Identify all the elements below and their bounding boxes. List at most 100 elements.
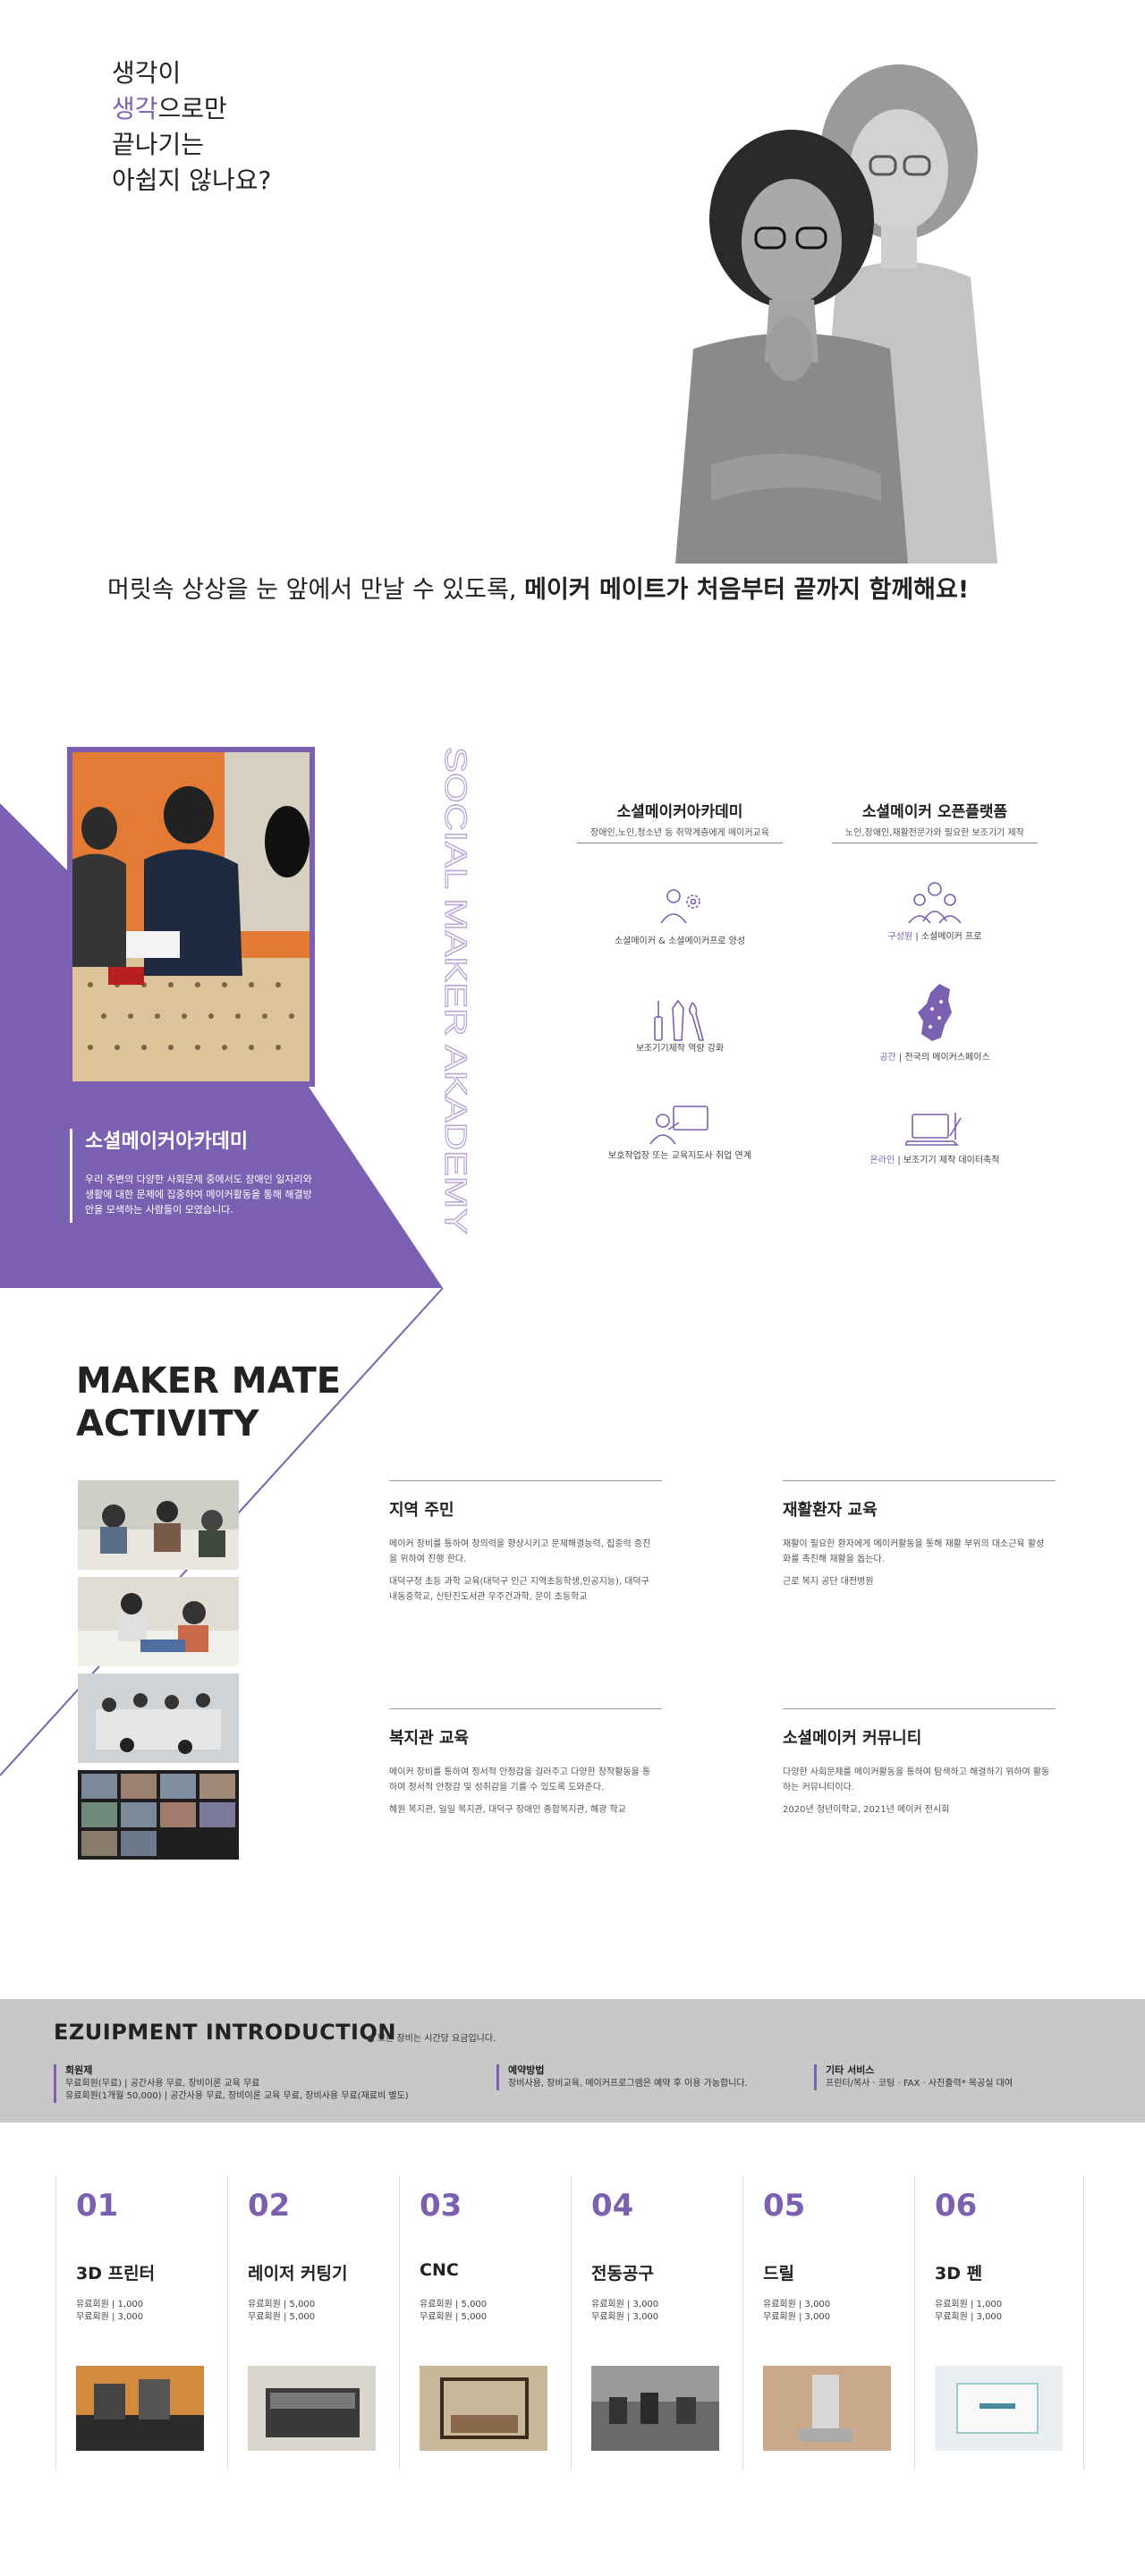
activity-text: 재활이 필요한 환자에게 메이커활동을 통해 재활 부위의 대소근육 활성화를 … — [783, 1539, 1045, 1564]
activity-text: 다양한 사회문제를 메이커활동을 통하여 탐색하고 해결하기 위하여 활동하는 … — [783, 1767, 1050, 1792]
info-head: 기타 서비스 — [826, 2064, 875, 2076]
card-photo — [591, 2366, 719, 2451]
people-gear-icon — [660, 889, 700, 924]
card-price-free: 무료회원 | 5,000 — [420, 2312, 488, 2322]
activity-text: 근로 복지 공단 대전병원 — [783, 1577, 874, 1587]
activity-divider — [783, 1708, 1056, 1709]
activity-divider — [783, 1480, 1056, 1481]
activity-block-welfare: 복지관 교육 메이커 장비를 통하여 정서적 안정감을 길러주고 다양한 창작활… — [389, 1708, 662, 1818]
hero-question-line1: 생각이 — [112, 58, 182, 88]
equipment-card-3d-pen[interactable]: 06 3D 펜 유료회원 | 1,000 무료회원 | 3,000 — [914, 2175, 1084, 2470]
feature-text: 전국의 메이커스페이스 — [904, 1053, 990, 1063]
activity-heading: 지역 주민 — [389, 1501, 454, 1520]
activity-heading: 소셜메이커 커뮤니티 — [783, 1729, 922, 1748]
card-photo — [763, 2366, 891, 2451]
card-price-paid: 유료회원 | 1,000 — [76, 2300, 144, 2309]
academy-title: 소셜메이커아카데미 — [85, 1131, 249, 1153]
hero-question-line2-rest: 으로만 — [157, 94, 227, 123]
card-number: 05 — [763, 2188, 806, 2224]
info-line: 장비사용, 장비교육, 메이커프로그램은 예약 후 이용 가능합니다. — [508, 2079, 748, 2089]
card-number: 06 — [935, 2188, 978, 2224]
card-number: 03 — [420, 2188, 462, 2224]
activity-divider — [389, 1480, 662, 1481]
card-price-free: 무료회원 | 3,000 — [935, 2312, 1003, 2322]
academy-col1-feature3: 보호작업장 또는 교육지도사 취업 연계 — [608, 1151, 751, 1161]
academy-col2-feature2: 공간 | 전국의 메이커스페이스 — [879, 1053, 990, 1063]
academy-col1-title: 소셜메이커아카데미 — [616, 803, 743, 821]
card-price-paid: 유료회원 | 3,000 — [591, 2300, 659, 2309]
card-name: 3D 펜 — [935, 2264, 983, 2284]
hero-tagline: 머릿속 상상을 눈 앞에서 만날 수 있도록, 메이커 메이트가 처음부터 끝까… — [107, 570, 969, 605]
hero-question-line2: 생각으로만 — [112, 91, 271, 127]
activity-block-rehab: 재활환자 교육 재활이 필요한 환자에게 메이커활동을 통해 재활 부위의 대소… — [783, 1480, 1056, 1589]
activity-heading: 재활환자 교육 — [783, 1501, 878, 1520]
academy-col2-title: 소셜메이커 오픈플랫폼 — [861, 803, 1008, 821]
equipment-card-drill[interactable]: 05 드릴 유료회원 | 3,000 무료회원 | 3,000 — [742, 2175, 914, 2470]
equipment-card-power-tools[interactable]: 04 전동공구 유료회원 | 3,000 무료회원 | 3,000 — [571, 2175, 742, 2470]
activity-text: 메이커 장비를 통하여 정서적 안정감을 길러주고 다양한 창작활동을 통하여 … — [389, 1767, 651, 1792]
card-name: 전동공구 — [591, 2264, 654, 2284]
card-price-paid: 유료회원 | 1,000 — [935, 2300, 1003, 2309]
academy-col1-feature1: 소셜메이커 & 소셜메이커프로 양성 — [614, 936, 746, 946]
card-price-paid: 유료회원 | 5,000 — [420, 2300, 488, 2309]
card-name: 3D 프린터 — [76, 2264, 156, 2284]
activity-photo-1 — [78, 1480, 239, 1570]
card-photo — [935, 2366, 1063, 2451]
feature-key: 구성원 — [887, 932, 913, 942]
card-name: 레이저 커팅기 — [248, 2264, 348, 2284]
activity-text: 2020년 청년이학교, 2021년 메이커 전시회 — [783, 1805, 950, 1815]
academy-col2-feature3: 온라인 | 보조기기 제작 데이터축적 — [869, 1156, 1000, 1165]
academy-col2-subtitle: 노인,장애인,재활전문가와 필요한 보조기기 제작 — [845, 828, 1024, 838]
vertical-academy-text: SOCIAL MAKER AKADEMY — [438, 747, 472, 1234]
activity-title-line1: MAKER MATE — [76, 1360, 342, 1402]
card-photo — [248, 2366, 376, 2451]
academy-accent-bar — [70, 1129, 72, 1223]
academy-col1-subtitle: 장애인,노인,청소년 등 취약계층에게 메이커교육 — [590, 828, 769, 838]
card-price-paid: 유료회원 | 3,000 — [763, 2300, 831, 2309]
feature-key: 공간 — [879, 1053, 896, 1063]
info-head: 예약방법 — [508, 2064, 545, 2076]
academy-col2-feature1: 구성원 | 소셜메이커 프로 — [887, 932, 982, 942]
group-icon — [908, 882, 962, 924]
activity-heading: 복지관 교육 — [389, 1729, 470, 1748]
info-line: 유료회원(1개월 50,000) | 공간사용 무료, 장비이론 교육 무료, … — [65, 2091, 409, 2101]
activity-text: 메이커 장비를 통하여 창의력을 향상시키고 문제해결능력, 집중력 증진을 위… — [389, 1539, 651, 1564]
equipment-info-reservation: 예약방법 장비사용, 장비교육, 메이커프로그램은 예약 후 이용 가능합니다. — [496, 2064, 792, 2090]
teacher-board-icon — [649, 1106, 708, 1145]
hero-question-accent: 생각 — [112, 94, 158, 123]
card-price-free: 무료회원 | 3,000 — [763, 2312, 831, 2322]
equipment-title: EZUIPMENT INTRODUCTION — [54, 2020, 396, 2045]
card-price-free: 무료회원 | 3,000 — [591, 2312, 659, 2322]
hero-question-line3: 끝나기는 — [112, 130, 205, 159]
card-name: 드릴 — [763, 2264, 794, 2284]
equipment-note: ● 모든 장비는 시간당 요금입니다. — [367, 2034, 496, 2044]
activity-divider — [389, 1708, 662, 1709]
vertical-academy-label: SOCIAL MAKER AKADEMY — [437, 747, 472, 1234]
activity-photo-3 — [78, 1674, 239, 1763]
activity-block-community: 소셜메이커 커뮤니티 다양한 사회문제를 메이커활동을 통하여 탐색하고 해결하… — [783, 1708, 1056, 1818]
hero-woman-thinking-image — [675, 64, 997, 564]
hero-tagline-bold: 메이커 메이트가 처음부터 끝까지 함께해요! — [524, 576, 970, 604]
equipment-band — [0, 1999, 1145, 2123]
activity-title: MAKER MATE ACTIVITY — [76, 1360, 341, 1445]
card-photo — [76, 2366, 204, 2451]
info-head: 회원제 — [65, 2064, 93, 2076]
activity-text: 대덕구청 초등 과학 교육(대덕구 인근 지역초등학생,인공지능), 대덕구 내… — [389, 1577, 649, 1602]
feature-text: 보조기기 제작 데이터축적 — [903, 1156, 1000, 1165]
academy-col1-feature2: 보조기기제작 역량 강화 — [635, 1044, 725, 1054]
hero-tagline-plain: 머릿속 상상을 눈 앞에서 만날 수 있도록, — [107, 576, 525, 604]
tools-icon — [654, 999, 705, 1041]
info-line: 무료회원(무료) | 공간사용 무료, 장비이론 교육 무료 — [65, 2079, 260, 2089]
academy-workshop-photo — [67, 747, 315, 1087]
equipment-info-other: 기타 서비스 프린터/복사 · 코팅 · FAX · 사진출력* 목공실 대여 — [814, 2064, 1100, 2090]
card-price-free: 무료회원 | 3,000 — [76, 2312, 144, 2322]
card-number: 02 — [248, 2188, 291, 2224]
card-price: 유료회원 | 1,000 무료회원 | 3,000 — [935, 2299, 1002, 2324]
card-number: 04 — [591, 2188, 634, 2224]
activity-text: 혜원 복지관, 일일 복지관, 대덕구 장애인 종합복지관, 혜광 학교 — [389, 1805, 626, 1815]
activity-photo-4 — [78, 1770, 239, 1860]
